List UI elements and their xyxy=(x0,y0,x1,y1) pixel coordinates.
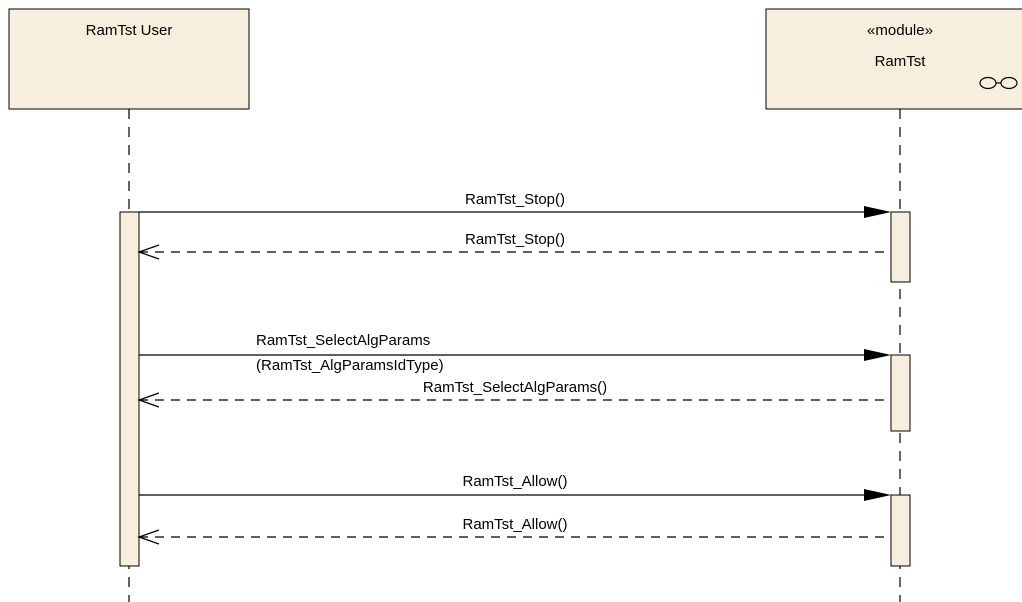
message-label: RamTst_SelectAlgParams xyxy=(256,332,430,349)
message-return: RamTst_Stop() xyxy=(137,231,891,260)
message-label: RamTst_Stop() xyxy=(465,231,565,248)
component-link-icon xyxy=(979,76,1018,90)
message-return: RamTst_SelectAlgParams() xyxy=(137,379,891,408)
message-call: RamTst_Allow() xyxy=(139,473,891,501)
message-label: RamTst_Allow() xyxy=(462,516,567,533)
message-label: RamTst_Stop() xyxy=(465,191,565,208)
open-arrowhead xyxy=(137,244,160,260)
message-call: RamTst_Stop() xyxy=(139,191,891,218)
activation-bar-ramtst xyxy=(890,354,911,432)
lifeline-name-ramtst-user: RamTst User xyxy=(86,22,173,39)
message-label: RamTst_SelectAlgParams() xyxy=(423,379,607,396)
message-return: RamTst_Allow() xyxy=(137,516,891,545)
filled-arrowhead xyxy=(864,206,891,218)
open-arrowhead xyxy=(137,529,160,545)
filled-arrowhead xyxy=(864,489,891,501)
message-label: RamTst_Allow() xyxy=(462,473,567,490)
message-label: (RamTst_AlgParamsIdType) xyxy=(256,357,444,374)
activation-bar-ramtst xyxy=(890,494,911,567)
lifeline-head-ramtst xyxy=(765,8,1022,110)
filled-arrowhead xyxy=(864,349,891,361)
lifeline-head-ramtst-user xyxy=(8,8,250,110)
lifeline-stereotype-ramtst: «module» xyxy=(867,22,933,39)
message-call: RamTst_SelectAlgParams (RamTst_AlgParams… xyxy=(139,332,891,374)
activation-bar-ramtst xyxy=(890,211,911,283)
lifeline-name-ramtst: RamTst xyxy=(875,53,927,70)
activation-bar-ramtst-user xyxy=(119,211,140,567)
open-arrowhead xyxy=(137,392,160,408)
